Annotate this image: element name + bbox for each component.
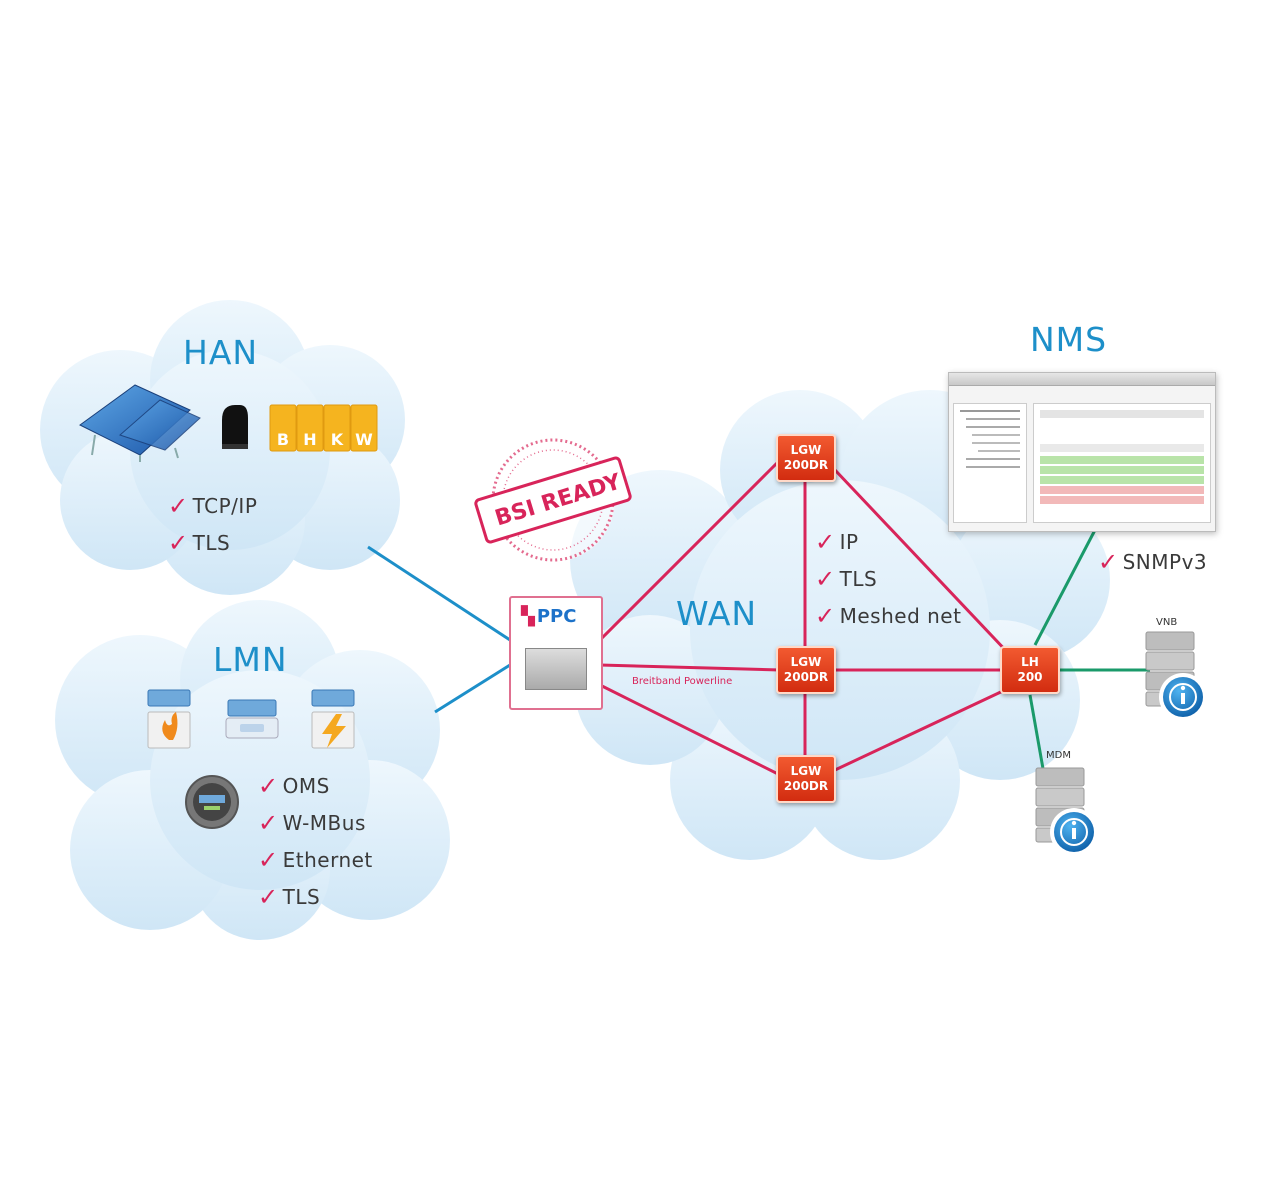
heat-pump-icon bbox=[222, 405, 248, 449]
nms-table-row bbox=[1040, 476, 1204, 484]
lmn-title: LMN bbox=[213, 640, 288, 679]
check-icon: ✓ bbox=[1098, 548, 1119, 576]
lmn-protocol-item: ✓OMS bbox=[258, 768, 373, 805]
bhkw-icon: B H K W bbox=[269, 404, 378, 452]
lmn-protocol-item: ✓Ethernet bbox=[258, 842, 373, 879]
nms-table-row bbox=[1040, 466, 1204, 474]
nms-table-row bbox=[1040, 496, 1204, 504]
lh-server-links bbox=[1028, 529, 1150, 781]
nms-window-titlebar bbox=[949, 373, 1215, 386]
wan-protocol-item: ✓Meshed net bbox=[815, 598, 961, 635]
han-title: HAN bbox=[183, 333, 259, 372]
gas-meter-icon bbox=[147, 689, 191, 749]
wan-protocol-item: ✓TLS bbox=[815, 561, 961, 598]
ppc-gateway: ▚PPC bbox=[509, 596, 603, 710]
lmn-link bbox=[434, 663, 511, 714]
electricity-meter-icon bbox=[311, 689, 355, 749]
powerline-label: Breitband Powerline bbox=[632, 676, 733, 687]
water-meter-icon bbox=[225, 699, 279, 739]
nms-toolbar-row bbox=[1040, 410, 1204, 418]
mdm-label: MDM bbox=[1046, 750, 1071, 761]
bsi-ready-stamp bbox=[474, 438, 632, 562]
lmn-protocol-item: ✓TLS bbox=[258, 879, 373, 916]
nms-screenshot bbox=[948, 372, 1216, 532]
han-link bbox=[367, 545, 511, 642]
check-icon: ✓ bbox=[815, 602, 836, 630]
wan-protocol-list: ✓IP ✓TLS ✓Meshed net bbox=[815, 524, 961, 635]
nms-protocol-list: ✓SNMPv3 bbox=[1098, 544, 1207, 581]
wan-title: WAN bbox=[676, 594, 758, 633]
bhkw-letter: B bbox=[277, 430, 289, 449]
vnb-label: VNB bbox=[1156, 617, 1178, 628]
check-icon: ✓ bbox=[258, 846, 279, 874]
han-protocol-item: ✓TLS bbox=[168, 525, 257, 562]
nms-protocol-item: ✓SNMPv3 bbox=[1098, 544, 1207, 581]
vnb-server-icon bbox=[1145, 631, 1207, 721]
check-icon: ✓ bbox=[168, 529, 189, 557]
check-icon: ✓ bbox=[258, 772, 279, 800]
nms-table-header bbox=[1040, 444, 1204, 452]
check-icon: ✓ bbox=[258, 809, 279, 837]
nms-title: NMS bbox=[1030, 320, 1108, 359]
lmn-cloud bbox=[55, 600, 450, 940]
check-icon: ✓ bbox=[815, 528, 836, 556]
nms-table-row bbox=[1040, 456, 1204, 464]
check-icon: ✓ bbox=[815, 565, 836, 593]
wan-mesh-links bbox=[598, 458, 1012, 777]
han-protocol-list: ✓TCP/IP ✓TLS bbox=[168, 488, 257, 562]
lmn-protocol-item: ✓W-MBus bbox=[258, 805, 373, 842]
bhkw-letter: W bbox=[355, 430, 373, 449]
nms-table-panel bbox=[1033, 403, 1211, 523]
han-protocol-item: ✓TCP/IP bbox=[168, 488, 257, 525]
ppc-logo: ▚PPC bbox=[521, 606, 577, 627]
heat-meter-icon bbox=[185, 775, 239, 829]
lmn-protocol-list: ✓OMS ✓W-MBus ✓Ethernet ✓TLS bbox=[258, 768, 373, 916]
bhkw-letter: H bbox=[303, 430, 316, 449]
bhkw-letter: K bbox=[331, 430, 344, 449]
smart-meter-gateway-device-icon bbox=[525, 648, 587, 690]
check-icon: ✓ bbox=[258, 883, 279, 911]
solar-panel-icon bbox=[79, 384, 201, 462]
nms-table-row bbox=[1040, 486, 1204, 494]
ppc-logo-mark-icon: ▚ bbox=[521, 606, 535, 627]
wan-protocol-item: ✓IP bbox=[815, 524, 961, 561]
mdm-server-icon bbox=[1035, 767, 1098, 856]
nms-tree-panel bbox=[953, 403, 1027, 523]
check-icon: ✓ bbox=[168, 492, 189, 520]
